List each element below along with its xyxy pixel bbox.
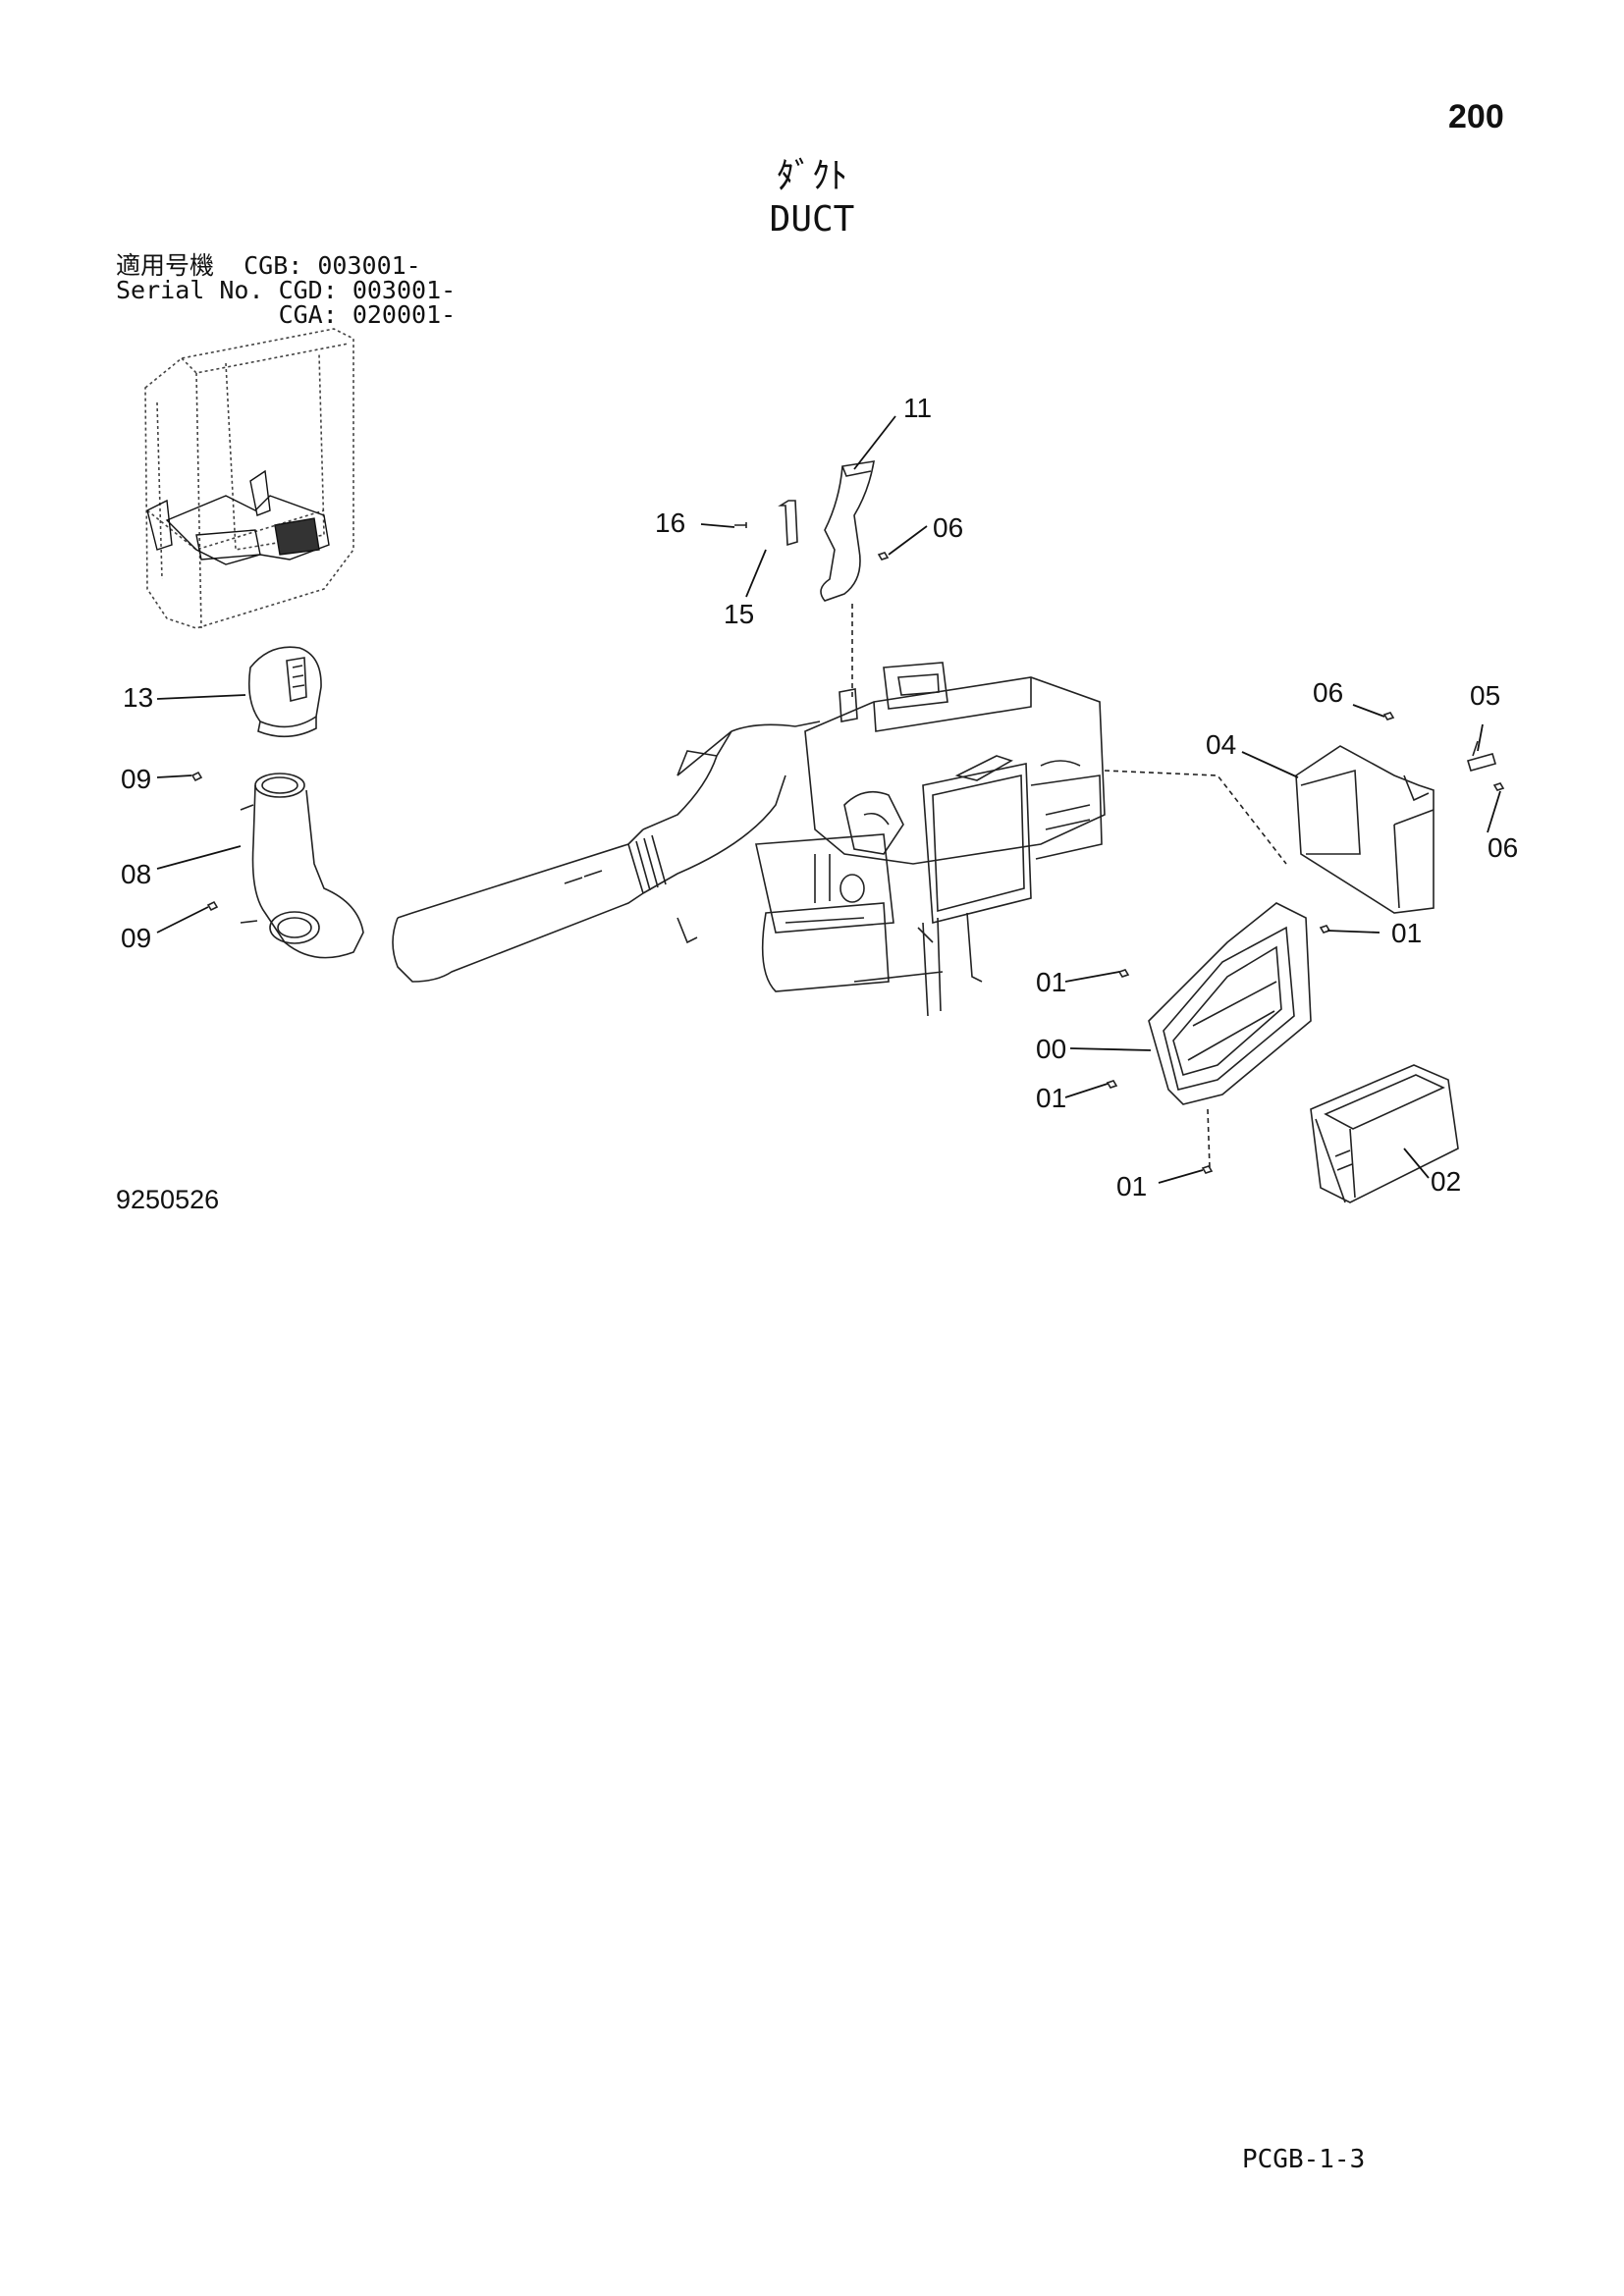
callout-09-lower: 09 <box>121 923 151 953</box>
callout-05: 05 <box>1470 680 1500 711</box>
callout-01-right: 01 <box>1391 918 1422 948</box>
callout-01-left-lower: 01 <box>1036 1083 1066 1113</box>
cab-hvac-unit-miniature <box>146 469 330 565</box>
leader-lines <box>156 415 1501 1184</box>
page-code: PCGB-1-3 <box>1242 2145 1366 2174</box>
serial-line-cgb: 適用号機 CGB: 003001- <box>116 251 421 280</box>
part-06-screw-right-lower <box>1492 782 1505 791</box>
dashed-guide-frame <box>1207 1108 1211 1169</box>
part-05-bracket <box>1466 740 1497 772</box>
part-15-bracket <box>778 500 798 547</box>
part-04-filter-cover <box>1295 745 1435 914</box>
callout-01-left-upper: 01 <box>1036 967 1066 997</box>
central-air-conditioner-unit <box>755 662 1106 1017</box>
callout-13: 13 <box>123 682 153 713</box>
callout-06-right-lower: 06 <box>1488 832 1518 863</box>
callout-00: 00 <box>1036 1034 1066 1064</box>
part-08-elbow-duct <box>240 773 364 959</box>
part-02-filter <box>1310 1064 1459 1203</box>
callout-15: 15 <box>724 599 754 629</box>
callout-11: 11 <box>903 393 932 423</box>
part-06-screw-top <box>877 552 890 561</box>
callout-01-bottom: 01 <box>1116 1171 1147 1201</box>
page-title: DUCT <box>769 199 855 240</box>
callout-06-top: 06 <box>933 512 963 543</box>
part-16-screw <box>734 522 747 528</box>
main-flexible-duct <box>392 721 821 983</box>
drawing-code: 9250526 <box>116 1185 220 1214</box>
part-11-vertical-duct <box>820 460 875 602</box>
callout-06-right-upper: 06 <box>1313 677 1343 708</box>
callout-02: 02 <box>1431 1166 1461 1197</box>
callout-09-upper: 09 <box>121 764 151 794</box>
dashed-guide-right <box>1104 770 1287 865</box>
part-06-screw-right-upper <box>1382 712 1395 721</box>
cab-overview-sketch <box>144 328 354 629</box>
part-09-screws <box>190 771 219 912</box>
part-13-vent-nozzle <box>247 646 322 738</box>
page-title-japanese: ﾀﾞｸﾄ <box>777 156 847 196</box>
callout-16: 16 <box>655 507 685 538</box>
serial-line-cga: CGA: 020001- <box>116 300 457 329</box>
callout-08: 08 <box>121 859 151 889</box>
page-number: 200 <box>1448 98 1504 135</box>
callout-04: 04 <box>1206 729 1236 760</box>
serial-line-cgd: Serial No. CGD: 003001- <box>116 276 457 304</box>
part-00-frame <box>1148 902 1312 1105</box>
